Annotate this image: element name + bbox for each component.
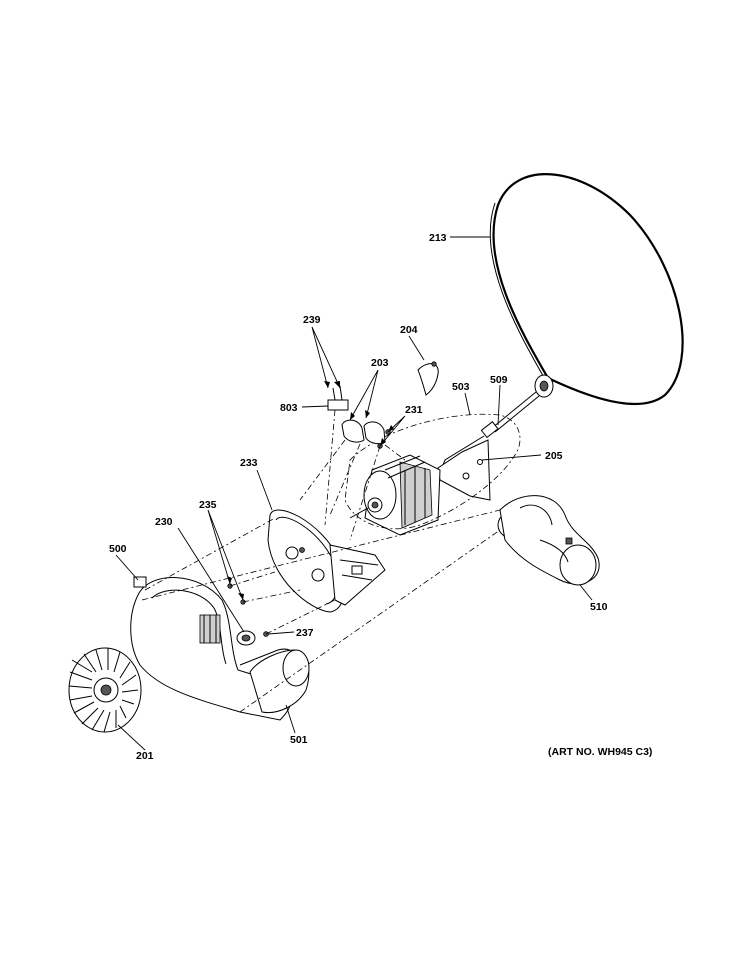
callout-204: 204 bbox=[400, 324, 418, 336]
callout-230: 230 bbox=[155, 516, 173, 528]
callout-803: 803 bbox=[280, 402, 298, 414]
leader-lines bbox=[115, 236, 593, 751]
art-number: (ART NO. WH945 C3) bbox=[548, 746, 652, 758]
arrowheads bbox=[227, 381, 394, 600]
callout-500: 500 bbox=[109, 543, 127, 555]
callout-239: 239 bbox=[303, 314, 321, 326]
callout-labels: 213 239 204 203 803 231 503 509 205 233 … bbox=[109, 232, 608, 762]
thermostat-230 bbox=[236, 630, 256, 646]
callout-205: 205 bbox=[545, 450, 563, 462]
exhaust-duct-510 bbox=[497, 495, 600, 586]
clip-204 bbox=[417, 361, 439, 396]
motor-503 bbox=[349, 454, 441, 536]
drive-belt-213 bbox=[489, 173, 684, 406]
callout-510: 510 bbox=[590, 601, 608, 613]
callout-233: 233 bbox=[240, 457, 258, 469]
motor-group-outline bbox=[344, 413, 521, 530]
alignment-lines bbox=[141, 409, 501, 713]
callout-213: 213 bbox=[429, 232, 447, 244]
motor-base bbox=[329, 544, 386, 606]
idler-bracket-205 bbox=[437, 439, 491, 501]
duct-501 bbox=[249, 649, 310, 714]
bracket-803 bbox=[327, 385, 349, 411]
motor-clips-203 bbox=[341, 419, 386, 445]
callout-201: 201 bbox=[136, 750, 154, 762]
callout-503: 503 bbox=[452, 381, 470, 393]
callout-509: 509 bbox=[490, 374, 508, 386]
callout-237: 237 bbox=[296, 627, 314, 639]
callout-235: 235 bbox=[199, 499, 217, 511]
blower-wheel-201 bbox=[68, 647, 142, 733]
callout-231: 231 bbox=[405, 404, 423, 416]
callout-203: 203 bbox=[371, 357, 389, 369]
callout-501: 501 bbox=[290, 734, 308, 746]
